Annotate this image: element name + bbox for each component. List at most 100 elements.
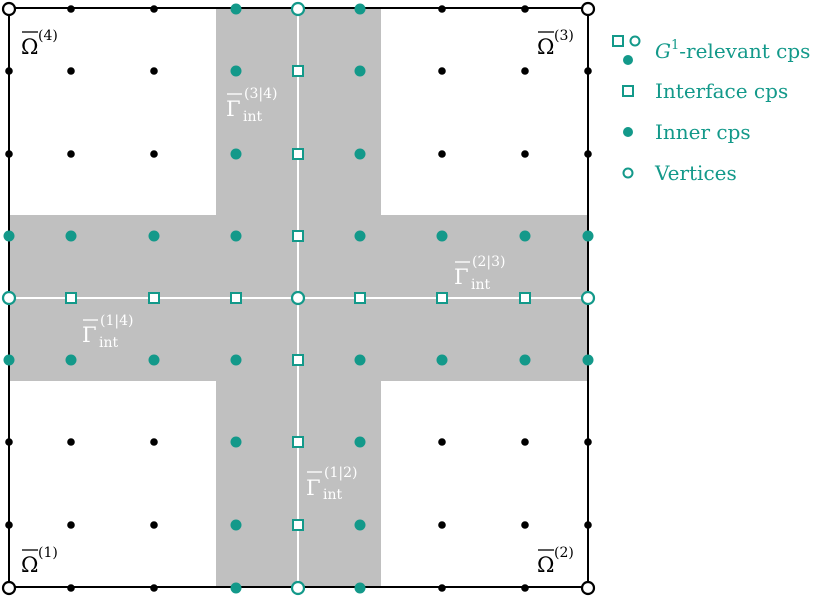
corner-vertex (580, 580, 596, 596)
legend-item-g1-relevant: G1-relevant cps (612, 35, 810, 65)
control-point (438, 438, 446, 446)
inner-cp (230, 519, 242, 531)
patch-label-base: Ω (537, 553, 554, 577)
interface-cp (230, 292, 242, 304)
control-point (521, 67, 529, 75)
interface-cp (436, 292, 448, 304)
interface-label-sub: int (99, 335, 118, 351)
legend-label-sup: 1 (671, 38, 679, 53)
control-point (438, 521, 446, 529)
filled-circle-icon (623, 127, 633, 137)
inner-cp (354, 436, 366, 448)
inner-cp (354, 65, 366, 77)
inner-cp (519, 230, 531, 242)
control-point (5, 438, 13, 446)
patch-label-1: Ω (1) (21, 545, 58, 577)
interface-label-sub: int (243, 109, 262, 125)
interface-cp (292, 148, 304, 160)
interface-label-sup: (1|2) (324, 465, 357, 481)
interface-cp (65, 292, 77, 304)
open-square-icon (622, 85, 634, 97)
interface-label-base: Γ (306, 476, 321, 500)
inner-cp (65, 354, 77, 366)
control-point (521, 521, 529, 529)
corner-vertex (1, 1, 17, 17)
corner-vertex (580, 1, 596, 17)
inner-cp (148, 230, 160, 242)
svg-text:G1-relevant cps: G1-relevant cps (655, 38, 810, 63)
inner-cp (148, 354, 160, 366)
inner-cp (230, 65, 242, 77)
control-point (438, 67, 446, 75)
inner-cp (436, 354, 448, 366)
patch-label-4: Ω (4) (21, 28, 58, 59)
open-circle-icon (629, 35, 641, 47)
patch-label-base: Ω (21, 553, 38, 577)
interface-label-sup: (2|3) (472, 254, 505, 270)
interface-cp (148, 292, 160, 304)
inner-cp (582, 354, 594, 366)
inner-cp (230, 148, 242, 160)
control-point (5, 150, 13, 158)
interface-label-2-3: Γ (2|3) int (454, 254, 505, 293)
control-point (521, 584, 529, 592)
legend-item-vertices: Vertices (622, 161, 737, 185)
inner-cp (354, 582, 366, 594)
interface-cp (292, 354, 304, 366)
inner-cp (354, 519, 366, 531)
inner-cp (230, 582, 242, 594)
control-point (150, 67, 158, 75)
inner-cp (354, 3, 366, 15)
vertex-cp (290, 1, 306, 17)
vertex-cp (290, 290, 306, 306)
interface-cp (354, 292, 366, 304)
patch-label-sup: (4) (38, 28, 58, 44)
control-point (67, 67, 75, 75)
inner-cp (230, 354, 242, 366)
inner-cp (230, 436, 242, 448)
interface-label-base: Γ (82, 323, 97, 347)
vertex-cp (290, 580, 306, 596)
control-point (150, 150, 158, 158)
control-point (150, 5, 158, 13)
control-point (438, 5, 446, 13)
interface-label-sub: int (323, 487, 342, 503)
legend-label: Interface cps (655, 79, 788, 103)
control-point (5, 521, 13, 529)
interface-label-3-4: Γ (3|4) int (226, 86, 277, 125)
patch-label-sup: (2) (554, 545, 574, 561)
open-square-icon (612, 35, 624, 47)
interface-label-base: Γ (226, 97, 241, 121)
corner-vertex (1, 580, 17, 596)
legend-label: Inner cps (655, 120, 751, 144)
control-point (5, 67, 13, 75)
control-point (584, 150, 592, 158)
inner-cp (354, 354, 366, 366)
control-point (438, 150, 446, 158)
inner-cp (354, 230, 366, 242)
control-point (150, 584, 158, 592)
patch-label-sup: (1) (38, 545, 58, 561)
control-point (521, 5, 529, 13)
interface-cp (292, 436, 304, 448)
patch-label-2: Ω (2) (537, 545, 574, 577)
inner-cp (519, 354, 531, 366)
patch-label-base: Ω (21, 35, 38, 59)
inner-cp (436, 230, 448, 242)
vertex-cp (1, 290, 17, 306)
interface-cp (519, 292, 531, 304)
control-point (521, 438, 529, 446)
control-point (150, 438, 158, 446)
legend-label-prefix: G (655, 39, 671, 63)
legend: G1-relevant cps Interface cps Inner cps … (612, 35, 810, 185)
control-point (584, 521, 592, 529)
control-point (67, 521, 75, 529)
control-point (67, 5, 75, 13)
control-point (584, 67, 592, 75)
control-point (521, 150, 529, 158)
patch-label-sup: (3) (554, 28, 574, 44)
control-point (67, 438, 75, 446)
control-points (1, 1, 596, 596)
control-point (150, 521, 158, 529)
